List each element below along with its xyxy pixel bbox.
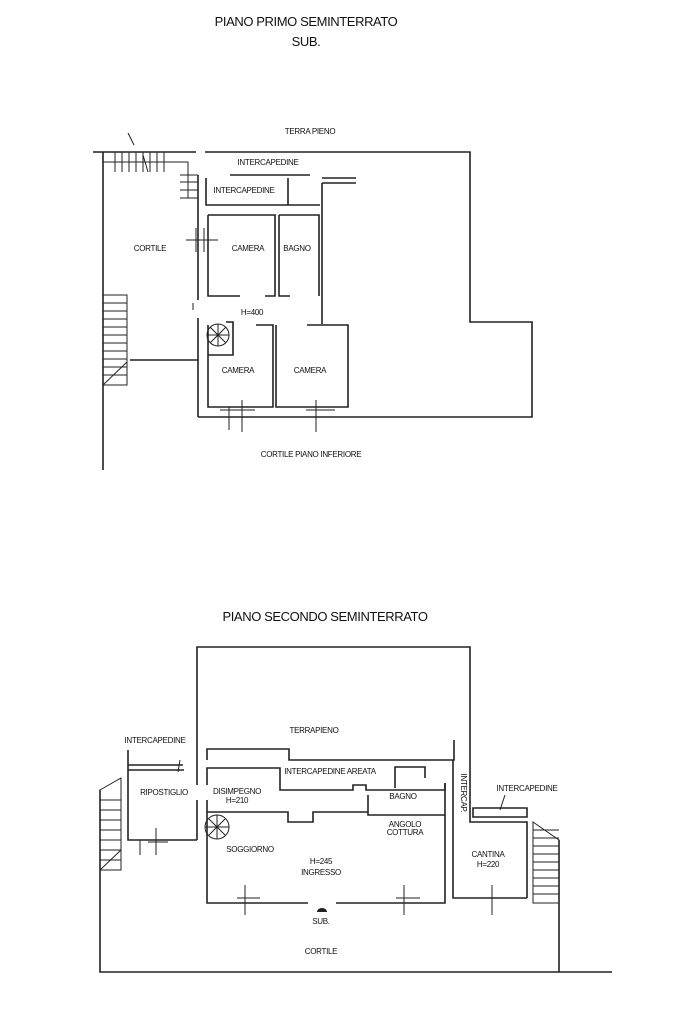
label-ingresso-height: H=245: [310, 857, 333, 866]
label-bagno: BAGNO: [283, 244, 310, 253]
label-camera-2: CAMERA: [222, 366, 255, 375]
label-camera-1: CAMERA: [232, 244, 265, 253]
label-disimpegno: DISIMPEGNO: [213, 787, 261, 796]
label-camera-3: CAMERA: [294, 366, 327, 375]
label-cottura: COTTURA: [387, 828, 425, 837]
plan-first-walls: [93, 132, 533, 470]
plan-first-title: PIANO PRIMO SEMINTERRATO: [215, 14, 398, 29]
plan-second-walls: [99, 646, 612, 973]
label-cantina: CANTINA: [471, 850, 505, 859]
label-sub: SUB.: [312, 917, 330, 926]
label-intercapedine-left: INTERCAPEDINE: [125, 736, 186, 745]
entrance-marker-icon: [317, 908, 327, 912]
label-ingresso: INGRESSO: [301, 868, 341, 877]
label-cantina-height: H=220: [477, 860, 500, 869]
label-soggiorno: SOGGIORNO: [226, 845, 274, 854]
label-ripostiglio: RIPOSTIGLIO: [140, 788, 188, 797]
label-intercapedine-inner: INTERCAPEDINE: [214, 186, 275, 195]
label-disimpegno-height: H=210: [226, 796, 249, 805]
label-cortile-2: CORTILE: [305, 947, 337, 956]
label-intercapedine-top: INTERCAPEDINE: [238, 158, 299, 167]
label-intercapedine-areata: INTERCAPEDINE AREATA: [284, 767, 376, 776]
label-height: H=400: [241, 308, 264, 317]
label-cortile-inferiore: CORTILE PIANO INFERIORE: [261, 450, 362, 459]
plan-first-floor: PIANO PRIMO SEMINTERRATO SUB. TERRA PIEN: [93, 14, 533, 470]
label-terrapieno: TERRAPIENO: [289, 726, 338, 735]
label-terra-pieno: TERRA PIENO: [285, 127, 336, 136]
plan-second-title: PIANO SECONDO SEMINTERRATO: [222, 609, 427, 624]
label-intercap: INTERCAP.: [459, 774, 468, 813]
label-bagno-2: BAGNO: [389, 792, 416, 801]
plan-first-subtitle: SUB.: [292, 34, 321, 49]
label-angolo: ANGOLO: [389, 820, 422, 829]
label-intercapedine-right: INTERCAPEDINE: [497, 784, 558, 793]
label-cortile: CORTILE: [134, 244, 166, 253]
plan-second-floor: PIANO SECONDO SEMINTERRATO: [99, 609, 612, 973]
